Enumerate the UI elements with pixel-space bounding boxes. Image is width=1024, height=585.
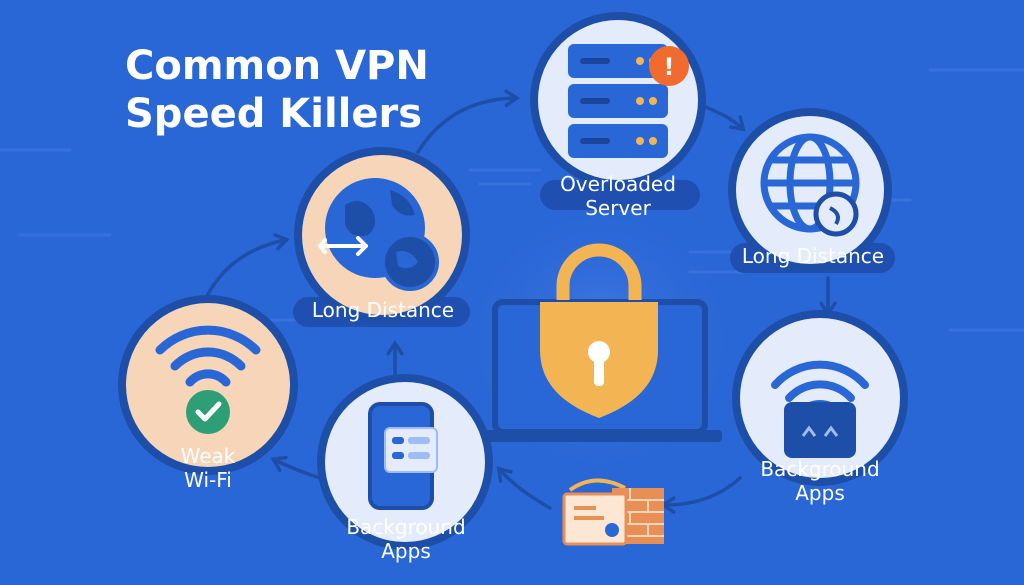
globe-icon xyxy=(325,178,439,291)
label-background-apps-right: Background Apps xyxy=(760,457,880,505)
page-title: Common VPN Speed Killers xyxy=(125,42,429,138)
title-line-2: Speed Killers xyxy=(125,91,423,137)
arrow-background-apps-to-weak-wifi xyxy=(270,455,322,480)
padlock-shackle xyxy=(556,243,642,300)
label-weak-wifi: Weak Wi-Fi xyxy=(180,444,236,492)
node-overloaded-server: ! xyxy=(530,12,706,210)
globe-icon xyxy=(760,133,860,233)
arrow-background-apps-to-firewall xyxy=(660,476,742,514)
node-background-apps-left xyxy=(317,374,493,550)
arrow-long-distance-to-server xyxy=(416,89,520,154)
firewall-certificate-icon xyxy=(562,478,664,546)
node-long-distance-left xyxy=(293,147,470,327)
arrow-firewall-to-background-apps xyxy=(496,466,552,510)
svg-text:!: ! xyxy=(664,53,675,81)
label-long-distance-left: Long Distance xyxy=(311,298,455,322)
wifi-icon xyxy=(155,325,261,387)
title-line-1: Common VPN xyxy=(125,43,429,89)
label-background-apps-left: Background Apps xyxy=(346,515,466,563)
label-overloaded-server: Overloaded Server xyxy=(560,172,676,220)
node-background-apps-right xyxy=(732,310,908,486)
node-weak-wifi xyxy=(118,295,298,475)
wifi-router-icon xyxy=(771,360,869,458)
alert-badge-icon: ! xyxy=(649,46,689,86)
label-long-distance-right: Long Distance xyxy=(741,244,885,268)
node-long-distance-right xyxy=(728,108,895,273)
background-streaks xyxy=(0,68,1024,332)
server-icon xyxy=(568,44,668,158)
keyhole-icon xyxy=(588,341,610,363)
node-firewall xyxy=(562,478,664,546)
center-laptop-padlock xyxy=(460,200,740,480)
arrow-weak-wifi-to-long-distance xyxy=(203,233,290,302)
arrow-server-to-long-distance xyxy=(698,103,746,132)
check-badge-icon xyxy=(186,390,230,434)
arrow-right-icon xyxy=(318,236,368,256)
small-globe-badge-icon xyxy=(813,191,859,237)
phone-app-icon xyxy=(368,402,438,510)
laptop-base xyxy=(478,430,722,442)
